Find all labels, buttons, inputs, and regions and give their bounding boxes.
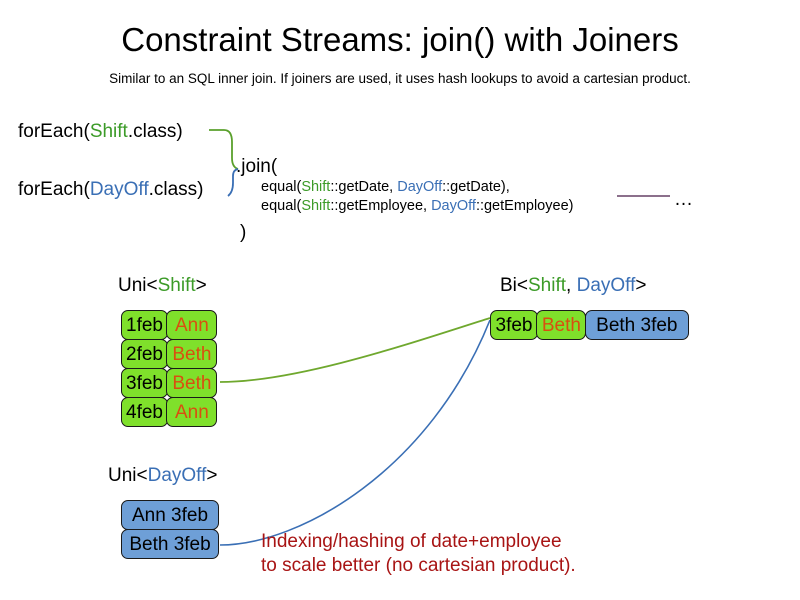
fact-date: 2feb: [121, 339, 168, 369]
code-arg2-right-method: ::getEmployee): [475, 198, 574, 214]
code-foreach-shift-prefix: forEach(: [18, 121, 90, 142]
uni-shift-fact-row: 3feb Beth: [121, 368, 219, 398]
uni-shift-fact-row: 1feb Ann: [121, 310, 219, 340]
annotation-line-2: to scale better (no cartesian product).: [261, 555, 576, 576]
fact-dayoff: Ann 3feb: [121, 500, 219, 530]
code-arg1-right-type: DayOff: [397, 179, 443, 195]
code-foreach-shift-type: Shift: [89, 121, 128, 142]
bi-fact-date: 3feb: [490, 310, 538, 340]
code-foreach-dayoff-suffix: .class): [148, 179, 204, 200]
code-arg2-left-method: ::getEmployee,: [330, 198, 432, 214]
fact-employee: Ann: [166, 397, 218, 427]
code-foreach-shift: forEach(Shift.class): [18, 120, 183, 144]
connector-shift-to-join: [209, 129, 239, 170]
code-join-close: ): [240, 222, 247, 243]
fact-date: 1feb: [121, 310, 168, 340]
connector-dayoff-row-to-bi: [219, 319, 491, 546]
label-uni-shift-suffix: >: [195, 275, 207, 296]
code-arg2-prefix: equal(: [261, 198, 302, 214]
code-foreach-dayoff-prefix: forEach(: [18, 179, 90, 200]
fact-employee: Ann: [166, 310, 218, 340]
label-uni-dayoff-prefix: Uni<: [108, 465, 148, 486]
label-bi-type-b: DayOff: [576, 275, 636, 296]
uni-shift-fact-row: 4feb Ann: [121, 397, 219, 427]
code-foreach-dayoff-type: DayOff: [89, 179, 149, 200]
fact-employee: Beth: [166, 368, 218, 398]
label-uni-dayoff-suffix: >: [206, 465, 218, 486]
label-uni-shift: Uni<Shift>: [118, 274, 207, 298]
fact-date: 3feb: [121, 368, 168, 398]
code-arg1-right-method: ::getDate),: [442, 179, 510, 195]
code-foreach-dayoff: forEach(DayOff.class): [18, 178, 204, 202]
label-uni-dayoff: Uni<DayOff>: [108, 464, 218, 488]
annotation-line-1: Indexing/hashing of date+employee: [261, 531, 562, 552]
page-subtitle: Similar to an SQL inner join. If joiners…: [109, 71, 691, 86]
code-join-open: .join(: [236, 156, 278, 177]
annotation-note: Indexing/hashing of date+employee to sca…: [261, 530, 576, 578]
ellipsis-continuation: …: [674, 189, 693, 210]
bi-tuple-row: 3feb Beth Beth 3feb: [490, 310, 689, 340]
page-title: Constraint Streams: join() with Joiners: [121, 21, 679, 58]
fact-date: 4feb: [121, 397, 168, 427]
code-arg1-prefix: equal(: [261, 179, 302, 195]
code-arg1-left-type: Shift: [301, 179, 331, 195]
bi-fact-dayoff: Beth 3feb: [584, 310, 689, 340]
label-bi-suffix: >: [635, 275, 647, 296]
code-joiner-equal-employee: equal(Shift::getEmployee, DayOff::getEmp…: [261, 197, 573, 216]
label-bi-tuple: Bi<Shift, DayOff>: [500, 274, 646, 298]
bi-fact-employee: Beth: [536, 310, 587, 340]
label-uni-shift-prefix: Uni<: [118, 275, 158, 296]
code-arg1-left-method: ::getDate,: [330, 179, 398, 195]
label-bi-type-a: Shift: [528, 275, 567, 296]
code-joiner-equal-date: equal(Shift::getDate, DayOff::getDate),: [261, 178, 510, 197]
label-bi-prefix: Bi<: [500, 275, 528, 296]
fact-dayoff: Beth 3feb: [121, 529, 219, 559]
uni-dayoff-fact-row: Beth 3feb: [121, 529, 219, 559]
code-arg2-left-type: Shift: [301, 198, 331, 214]
code-arg2-right-type: DayOff: [431, 198, 476, 214]
uni-shift-fact-row: 2feb Beth: [121, 339, 219, 369]
fact-employee: Beth: [166, 339, 218, 369]
uni-dayoff-fact-row: Ann 3feb: [121, 500, 219, 530]
connector-shift-row-to-bi: [219, 317, 491, 383]
code-foreach-shift-suffix: .class): [127, 121, 183, 142]
label-uni-dayoff-type: DayOff: [147, 465, 207, 486]
label-bi-sep: ,: [566, 275, 577, 296]
label-uni-shift-type: Shift: [157, 275, 196, 296]
